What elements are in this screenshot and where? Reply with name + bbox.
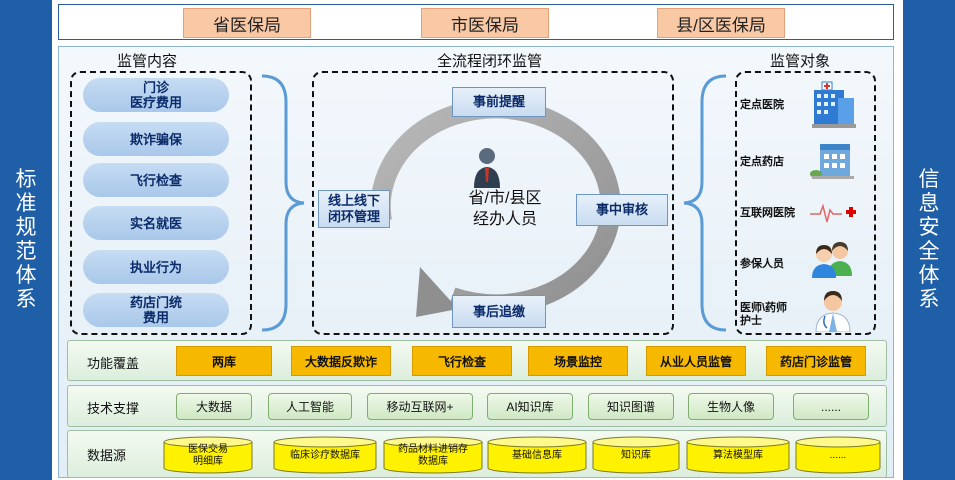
target-label-pharmacy: 定点药店: [740, 156, 784, 168]
step-mid-review: 事中审核: [576, 194, 668, 226]
closed-loop-title: 全流程闭环监管: [437, 53, 543, 70]
data-source-clinical: 临床诊疗数据库: [273, 436, 377, 474]
tech-item-ai: 人工智能: [268, 393, 352, 420]
data-source-label-2: 药品材料进销存 数据库: [398, 444, 468, 467]
standards-system-label: 标准规范体系: [15, 168, 37, 311]
content-item-real-name: 实名就医: [83, 206, 229, 240]
supervision-content-box: [70, 71, 252, 335]
function-item-flight-inspection: 飞行检查: [412, 346, 512, 376]
data-source-algorithm-models: 算法模型库: [686, 436, 790, 474]
right-brace-icon: [683, 74, 727, 332]
pharmacy-icon: [810, 144, 854, 179]
supervision-content-title: 监管内容: [117, 53, 178, 70]
database-cylinder-icon: [383, 436, 483, 474]
content-item-fraud: 欺诈骗保: [83, 122, 229, 156]
provincial-bureau: 省医保局: [183, 8, 311, 38]
tech-item-ai-knowledge-base: AI知识库: [487, 393, 573, 420]
supervision-targets-title: 监管对象: [770, 53, 831, 70]
database-cylinder-icon: [592, 436, 680, 474]
security-system-bar: 信息安全体系: [903, 0, 955, 480]
internet-hospital-icon: [810, 203, 856, 223]
left-brace-icon: [261, 74, 305, 332]
data-source-label-6: ......: [829, 450, 847, 461]
database-cylinder-icon: [795, 436, 881, 474]
content-item-pharmacy-cost: 药店门统 费用: [83, 293, 229, 327]
data-source-label-0: 医保交易 明细库: [188, 444, 228, 467]
content-item-flight-inspection: 飞行检查: [83, 163, 229, 197]
tech-item-biometric-portrait: 生物人像: [688, 393, 774, 420]
data-source-label-5: 算法模型库: [713, 450, 763, 461]
data-source-label: 数据源: [87, 448, 127, 463]
database-cylinder-icon: [686, 436, 790, 474]
data-source-basic-info: 基础信息库: [487, 436, 587, 474]
medical-staff-icon: [815, 291, 851, 332]
staff-person-icon: [474, 148, 500, 188]
function-item-pharmacy-outpatient: 药店门诊监管: [766, 346, 866, 376]
data-source-insurance-transactions: 医保交易 明细库: [163, 436, 253, 474]
security-system-label: 信息安全体系: [918, 168, 940, 311]
tech-item-mobile-internet: 移动互联网+: [367, 393, 473, 420]
target-label-internet-hospital: 互联网医院: [740, 207, 795, 219]
tech-item-knowledge-graph: 知识图谱: [588, 393, 674, 420]
data-source-more: ......: [795, 436, 881, 474]
data-source-knowledge: 知识库: [592, 436, 680, 474]
function-item-two-libraries: 两库: [176, 346, 272, 376]
function-item-practitioner-supervision: 从业人员监管: [646, 346, 746, 376]
target-label-hospital: 定点医院: [740, 99, 784, 111]
content-item-outpatient-cost: 门诊 医疗费用: [83, 78, 229, 112]
data-source-label-4: 知识库: [621, 450, 651, 461]
hospital-icon: [812, 81, 856, 128]
function-coverage-label: 功能覆盖: [87, 356, 140, 371]
step-online-offline: 线上线下 闭环管理: [318, 190, 390, 228]
closed-loop-box: [312, 71, 674, 335]
data-source-drug-inventory: 药品材料进销存 数据库: [383, 436, 483, 474]
county-bureau: 县/区医保局: [657, 8, 785, 38]
tech-item-more: ......: [793, 393, 869, 420]
database-cylinder-icon: [487, 436, 587, 474]
content-item-practice-behavior: 执业行为: [83, 250, 229, 284]
step-pre-reminder: 事前提醒: [452, 87, 546, 117]
function-item-scene-monitoring: 场景监控: [528, 346, 628, 376]
city-bureau: 市医保局: [421, 8, 549, 38]
database-cylinder-icon: [273, 436, 377, 474]
tech-support-label: 技术支撑: [87, 401, 140, 416]
tech-item-big-data: 大数据: [176, 393, 252, 420]
standards-system-bar: 标准规范体系: [0, 0, 52, 480]
target-label-medical-staff: 医师\药师 护士: [740, 302, 788, 327]
data-source-label-1: 临床诊疗数据库: [290, 450, 360, 461]
database-cylinder-icon: [163, 436, 253, 474]
bureau-row: 省医保局 市医保局 县/区医保局: [58, 4, 894, 40]
center-staff-label: 省/市/县区 经办人员: [468, 190, 542, 228]
step-post-recovery: 事后追缴: [452, 295, 546, 328]
data-source-label-3: 基础信息库: [512, 450, 562, 461]
insured-people-icon: [812, 242, 852, 278]
target-label-insured: 参保人员: [740, 258, 784, 270]
function-item-big-data-antifraud: 大数据反欺诈: [291, 346, 391, 376]
supervision-targets-box: [735, 71, 876, 335]
